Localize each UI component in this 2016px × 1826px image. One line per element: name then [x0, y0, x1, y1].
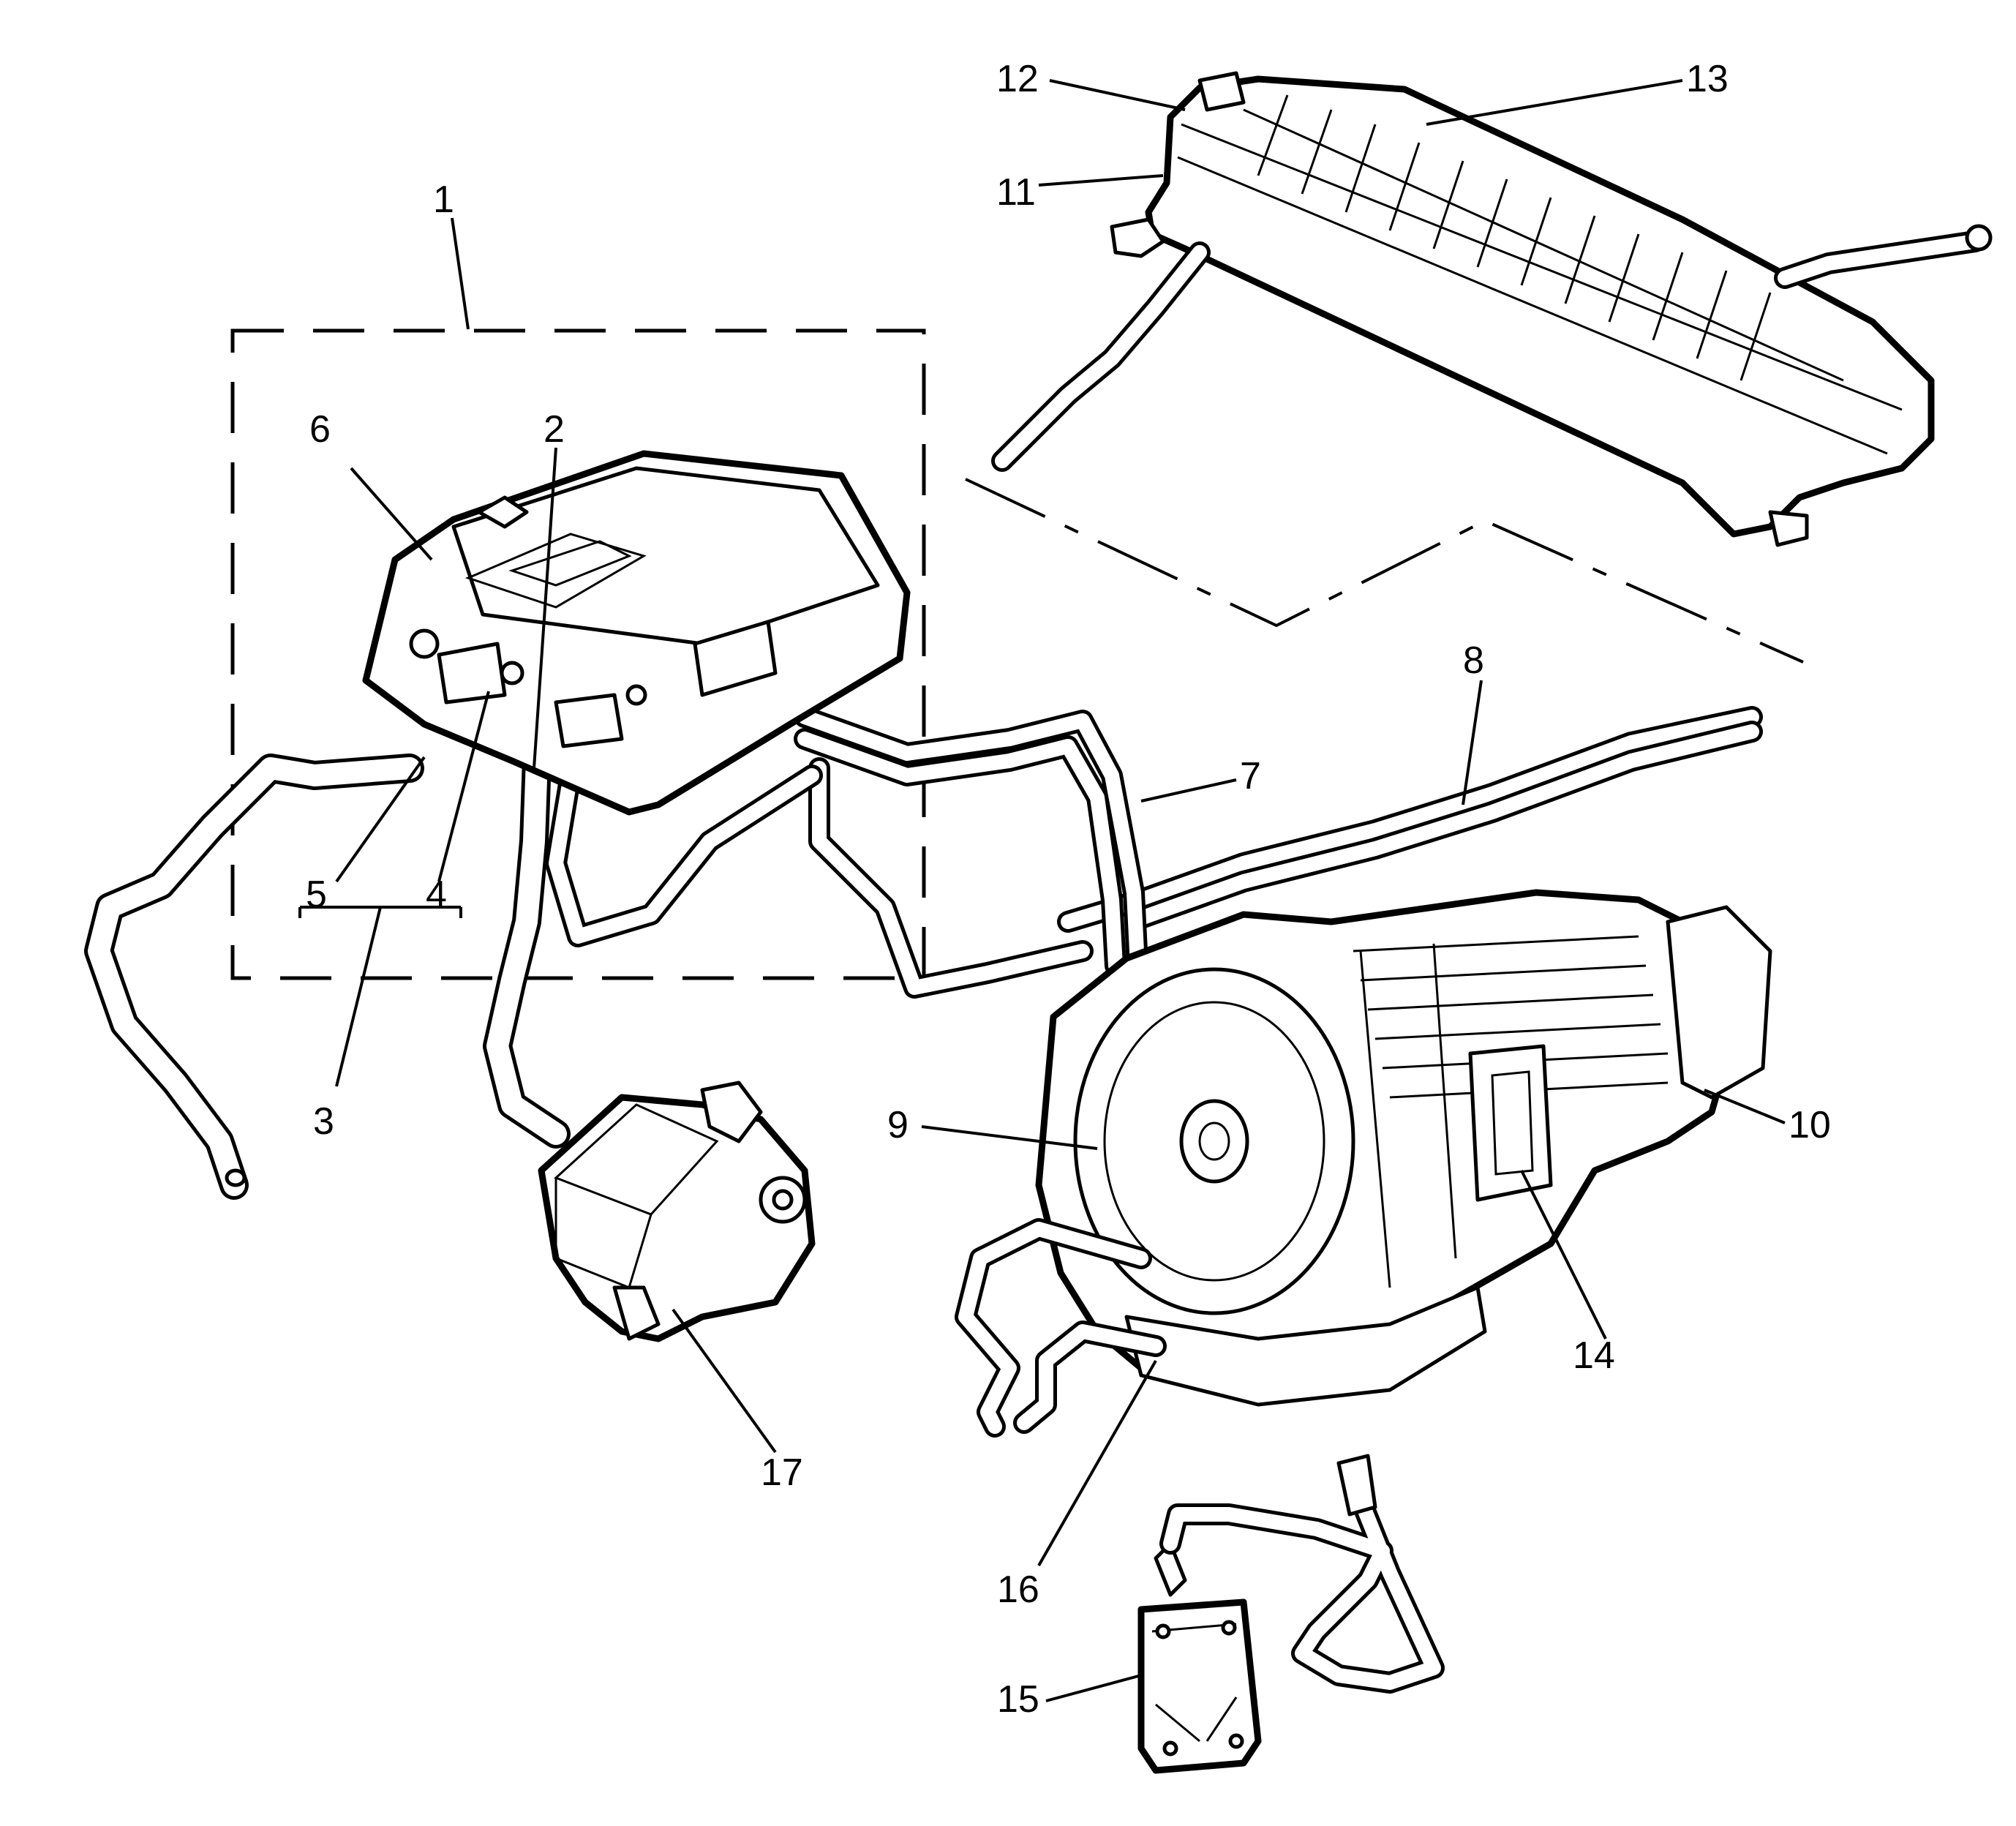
- battery-pack: [1110, 71, 1993, 547]
- callout-8: 8: [1463, 639, 1484, 682]
- module-assembly-dashed-box: [230, 328, 926, 980]
- callout-7: 7: [1240, 755, 1261, 797]
- transmission-assembly: [1035, 889, 1772, 1407]
- auxiliary-pump-module: [538, 1081, 816, 1342]
- callout-10: 10: [1789, 1104, 1831, 1146]
- callout-16: 16: [997, 1568, 1039, 1611]
- callout-15: 15: [997, 1678, 1039, 1721]
- callout-labels: 1 2 3 4 5 6 7 8 9 10 11 12 13 14 15 16 1…: [306, 58, 1831, 1721]
- callout-14: 14: [1573, 1334, 1615, 1377]
- leader-lines: [298, 79, 1786, 1702]
- connection-dashdot-line: [965, 478, 1804, 664]
- callout-3: 3: [313, 1100, 334, 1143]
- callout-5: 5: [306, 873, 327, 916]
- callout-2: 2: [544, 408, 565, 451]
- control-module-15: [1137, 1541, 1262, 1774]
- callout-6: 6: [309, 408, 331, 451]
- transmission-control-module-cover: [1468, 1044, 1553, 1202]
- transmission-oil-pan: [1124, 1285, 1487, 1407]
- callout-9: 9: [887, 1104, 909, 1146]
- callout-11: 11: [996, 171, 1036, 214]
- callout-1: 1: [433, 179, 454, 221]
- power-inverter-module: [362, 450, 911, 816]
- callout-13: 13: [1686, 58, 1729, 100]
- callout-12: 12: [996, 58, 1039, 100]
- callout-17: 17: [761, 1451, 803, 1494]
- battery-ribs: [1257, 94, 1772, 381]
- callout-4: 4: [426, 873, 447, 916]
